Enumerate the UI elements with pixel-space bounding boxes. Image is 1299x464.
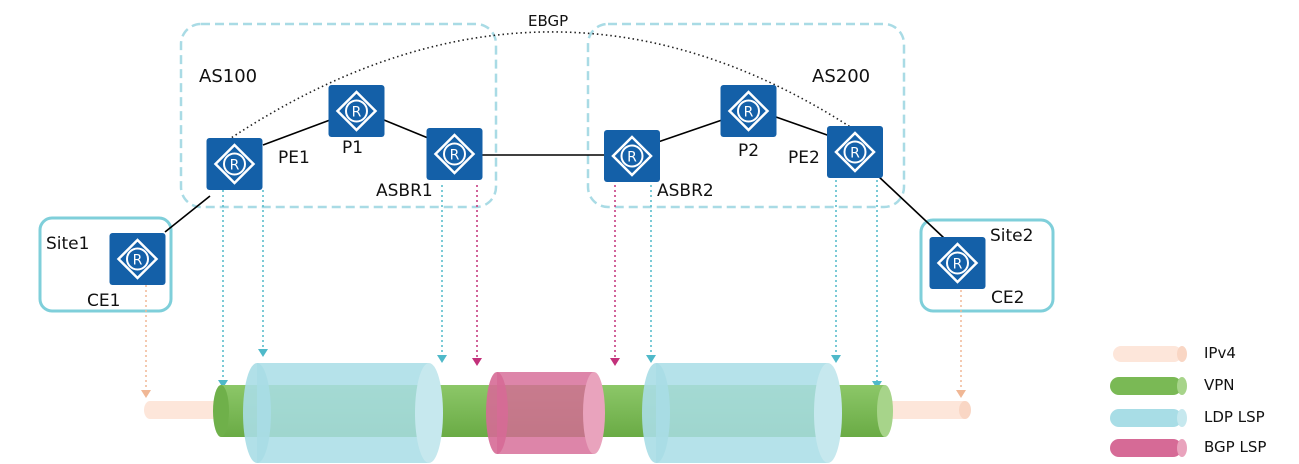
router-asbr2[interactable] bbox=[604, 130, 660, 182]
ldp-arrows bbox=[222, 180, 878, 381]
pe1-label: PE1 bbox=[278, 148, 310, 168]
legend-item-ipv4: IPv4 bbox=[1113, 344, 1236, 362]
router-icon bbox=[720, 85, 777, 137]
legend-label: IPv4 bbox=[1204, 344, 1236, 362]
site2-label: Site2 bbox=[990, 226, 1033, 246]
site2-boundary bbox=[919, 218, 1055, 313]
legend-label: LDP LSP bbox=[1204, 408, 1265, 426]
legend-label: BGP LSP bbox=[1204, 438, 1266, 456]
router-icon bbox=[328, 85, 385, 137]
router-ce1[interactable] bbox=[109, 233, 166, 285]
router-p1[interactable] bbox=[328, 85, 385, 137]
site1-boundary bbox=[38, 216, 173, 313]
as100-boundary bbox=[179, 22, 498, 209]
router-asbr1[interactable] bbox=[426, 128, 483, 180]
site1-label: Site1 bbox=[46, 234, 89, 254]
ce1-label: CE1 bbox=[87, 291, 120, 311]
asbr1-label: ASBR1 bbox=[376, 181, 433, 201]
legend-item-ldp-lsp: LDP LSP bbox=[1110, 408, 1265, 427]
router-icon bbox=[604, 130, 660, 182]
physical-links bbox=[164, 116, 945, 239]
legend-item-vpn: VPN bbox=[1110, 376, 1235, 395]
legend: IPv4 VPN LDP LSP BGP LSP bbox=[1110, 344, 1266, 457]
ce2-label: CE2 bbox=[991, 288, 1024, 308]
router-icon bbox=[827, 126, 883, 178]
tunnel-stack bbox=[144, 363, 971, 463]
router-icon bbox=[929, 237, 986, 289]
bgp-tube bbox=[497, 372, 594, 454]
router-icon bbox=[206, 138, 263, 190]
router-pe1[interactable] bbox=[206, 138, 263, 190]
bgp-arrowheads bbox=[472, 358, 620, 366]
ipv4-arrows bbox=[145, 285, 962, 390]
ebgp-label: EBGP bbox=[528, 12, 568, 30]
pe2-label: PE2 bbox=[788, 148, 820, 168]
router-icon bbox=[109, 233, 166, 285]
ipv4-arrowheads bbox=[141, 390, 966, 398]
p2-label: P2 bbox=[738, 141, 759, 161]
router-icon bbox=[426, 128, 483, 180]
legend-label: VPN bbox=[1204, 376, 1235, 394]
ldp-arrowheads bbox=[218, 349, 882, 389]
as200-boundary bbox=[586, 22, 906, 209]
as200-label: AS200 bbox=[812, 66, 870, 87]
p1-label: P1 bbox=[342, 138, 363, 158]
bgp-arrows bbox=[476, 185, 616, 358]
ldp-tube-left bbox=[257, 363, 429, 463]
asbr2-label: ASBR2 bbox=[657, 181, 714, 201]
router-p2[interactable] bbox=[720, 85, 777, 137]
as100-label: AS100 bbox=[199, 66, 257, 87]
ldp-tube-right bbox=[656, 363, 828, 463]
router-ce2[interactable] bbox=[929, 237, 986, 289]
legend-item-bgp-lsp: BGP LSP bbox=[1110, 438, 1266, 457]
router-pe2[interactable] bbox=[827, 126, 883, 178]
